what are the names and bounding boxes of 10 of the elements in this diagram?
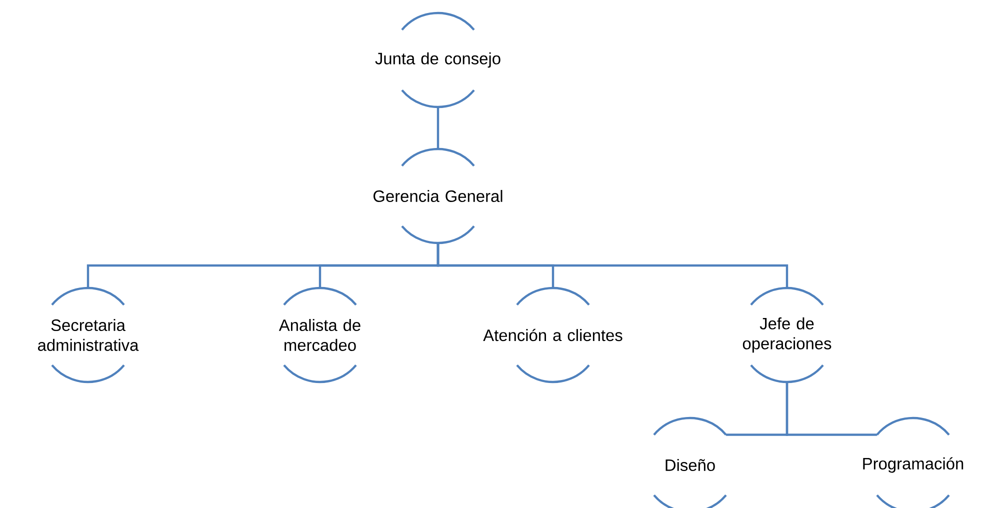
- connector-line: [786, 382, 877, 436]
- circle-node: Programación: [863, 416, 964, 508]
- connector-line: [436, 106, 440, 149]
- circle-node: Gerencia General: [374, 148, 502, 244]
- circle-node: Atención a clientes: [483, 286, 622, 384]
- circle-node: Analista de mercadeo: [278, 286, 360, 384]
- connector-line: [436, 242, 788, 288]
- circle-node: Junta de consejo: [375, 12, 500, 108]
- circle-node: Secretaria administrativa: [38, 286, 139, 384]
- circle-node: Jefe de operaciones: [742, 286, 832, 384]
